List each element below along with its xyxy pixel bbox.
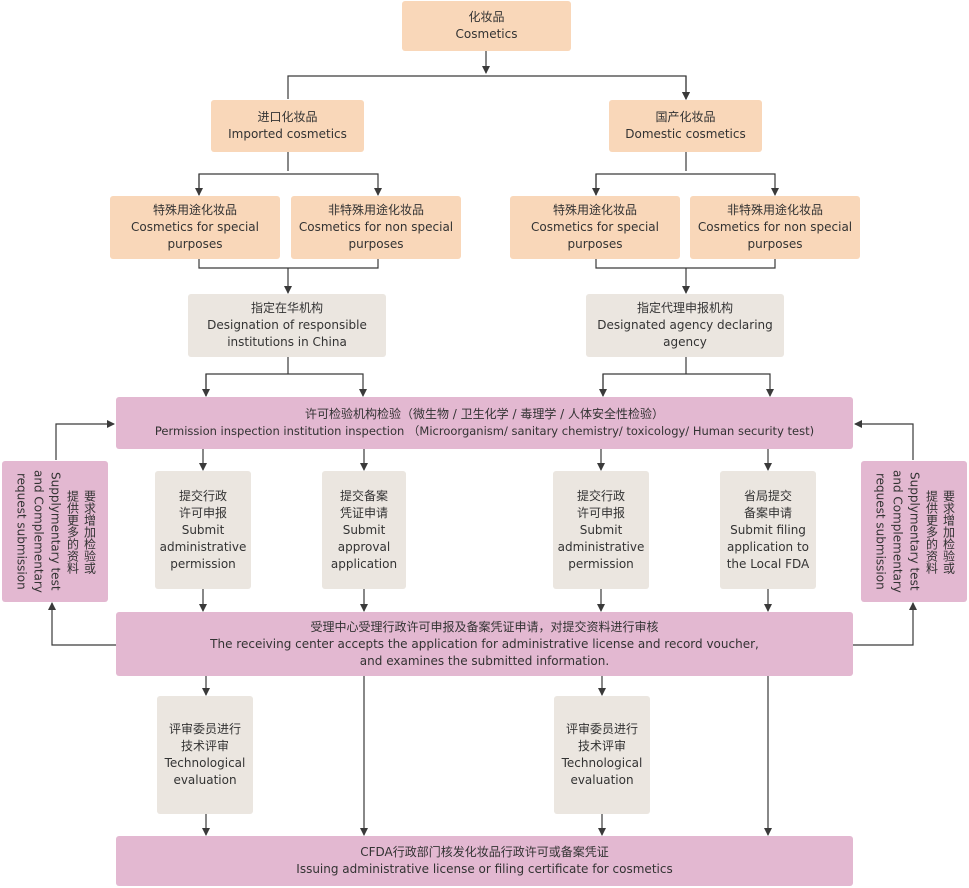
node-imported-nonspecial-zh: 非特殊用途化妆品 [327,203,424,217]
review-right-zh1: 评审委员进行 [565,722,638,736]
node-imported-cosmetics: 进口化妆品 Imported cosmetics [211,100,364,152]
supplementary-right-zh1: 要求增加检验或 [941,489,956,574]
node-designation-china: 指定在华机构 Designation of responsible instit… [188,294,386,357]
submit1-zh2: 许可申报 [178,505,227,520]
submit2-zh2: 凭证申请 [339,505,388,520]
submit2-en3: application [330,556,398,571]
node-domestic-cosmetics: 国产化妆品 Domestic cosmetics [609,100,762,152]
node-domestic-special-zh: 特殊用途化妆品 [552,203,637,217]
submit3-en3: permission [568,556,634,571]
node-supplementary-right: 要求增加检验或 提供更多的资料 Supplymentary test and C… [861,461,967,602]
receiving-zh: 受理中心受理行政许可申报及备案凭证申请，对提交资料进行审核 [310,619,659,634]
submit4-en1: Submit filing [730,522,806,537]
submit1-en1: Submit [181,522,225,537]
submit3-zh1: 提交行政 [576,488,625,503]
node-domestic-special-en2: purposes [567,237,623,251]
node-receiving-center: 受理中心受理行政许可申报及备案凭证申请，对提交资料进行审核 The receiv… [116,612,853,676]
node-technical-review-left: 评审委员进行 技术评审 Technological evaluation [157,696,253,814]
submit2-en1: Submit [342,522,386,537]
node-supplementary-left: 要求增加检验或 提供更多的资料 Supplymentary test and C… [2,461,108,602]
cfda-zh: CFDA行政部门核发化妆品行政许可或备案凭证 [360,845,609,859]
node-submit-administrative-2: 提交行政 许可申报 Submit administrative permissi… [553,471,649,589]
node-designated-agency: 指定代理申报机构 Designated agency declaring age… [586,294,784,357]
node-designated-agency-en1: Designated agency declaring [597,318,773,332]
review-right-en1: Technological [561,756,643,770]
node-imported-special-en1: Cosmetics for special [131,220,259,234]
node-domestic-special: 特殊用途化妆品 Cosmetics for special purposes [510,196,680,259]
node-domestic-special-en1: Cosmetics for special [531,220,659,234]
submit4-en3: the Local FDA [726,556,810,571]
node-designated-agency-en2: agency [663,335,707,349]
receiving-en2: and examines the submitted information. [359,653,610,668]
node-imported-special-zh: 特殊用途化妆品 [152,203,237,217]
submit2-en2: approval [337,539,391,554]
node-designation-china-en2: institutions in China [227,335,347,349]
node-designation-china-zh: 指定在华机构 [250,301,323,315]
node-imported-special: 特殊用途化妆品 Cosmetics for special purposes [110,196,280,259]
submit1-zh1: 提交行政 [178,488,227,503]
node-imported-special-en2: purposes [167,237,223,251]
node-cfda-issuing: CFDA行政部门核发化妆品行政许可或备案凭证 Issuing administr… [116,836,853,886]
node-permission-inspection-en: Permission inspection institution inspec… [154,424,815,438]
supplementary-left-en1: Supplymentary test [48,472,63,591]
node-submit-filing-local-fda: 省局提交 备案申请 Submit filing application to t… [720,471,816,589]
node-submit-administrative-1: 提交行政 许可申报 Submit administrative permissi… [155,471,251,589]
submit4-zh1: 省局提交 [743,488,792,503]
node-permission-inspection: 许可检验机构检验（微生物 / 卫生化学 / 毒理学 / 人体安全性检验） Per… [116,397,853,449]
node-domestic-nonspecial-zh: 非特殊用途化妆品 [726,203,823,217]
submit3-zh2: 许可申报 [576,505,625,520]
node-designation-china-en1: Designation of responsible [207,318,367,332]
submit2-zh1: 提交备案 [339,488,388,503]
node-imported-nonspecial-en1: Cosmetics for non special [298,220,454,234]
review-left-zh2: 技术评审 [180,739,229,753]
submit4-zh2: 备案申请 [743,505,792,520]
node-designated-agency-zh: 指定代理申报机构 [636,301,733,315]
review-left-en1: Technological [164,756,246,770]
receiving-en1: The receiving center accepts the applica… [210,636,759,651]
review-right-zh2: 技术评审 [577,739,626,753]
node-cosmetics: 化妆品 Cosmetics [402,1,571,51]
node-domestic-nonspecial-en1: Cosmetics for non special [697,220,853,234]
node-cosmetics-zh: 化妆品 [468,10,505,24]
cfda-en: Issuing administrative license or filing… [296,862,673,876]
node-imported-nonspecial-en2: purposes [348,237,404,251]
submit3-en2: administrative [557,539,645,554]
supplementary-left-en2: and Complementary [31,470,46,593]
submit1-en2: administrative [159,539,247,554]
node-imported-nonspecial: 非特殊用途化妆品 Cosmetics for non special purpo… [291,196,461,259]
supplementary-left-zh1: 要求增加检验或 [82,489,97,574]
node-imported-en: Imported cosmetics [228,127,347,141]
supplementary-left-zh2: 提供更多的资料 [65,489,80,574]
node-domestic-nonspecial-en2: purposes [747,237,803,251]
supplementary-right-en2: and Complementary [890,470,905,593]
supplementary-right-en3: request submission [873,473,888,590]
node-imported-zh: 进口化妆品 [257,110,318,124]
review-left-en2: evaluation [173,773,237,787]
node-cosmetics-en: Cosmetics [455,27,518,41]
review-left-zh1: 评审委员进行 [168,722,241,736]
node-permission-inspection-zh: 许可检验机构检验（微生物 / 卫生化学 / 毒理学 / 人体安全性检验） [304,407,665,421]
supplementary-left-en3: request submission [14,473,29,590]
submit1-en3: permission [170,556,236,571]
node-technical-review-right: 评审委员进行 技术评审 Technological evaluation [554,696,650,814]
submit4-en2: application to [726,539,810,554]
submit3-en1: Submit [579,522,623,537]
node-domestic-nonspecial: 非特殊用途化妆品 Cosmetics for non special purpo… [690,196,860,259]
node-submit-approval: 提交备案 凭证申请 Submit approval application [322,471,406,589]
supplementary-right-zh2: 提供更多的资料 [924,489,939,574]
review-right-en2: evaluation [570,773,634,787]
supplementary-right-en1: Supplymentary test [907,472,922,591]
node-domestic-zh: 国产化妆品 [655,110,716,124]
node-domestic-en: Domestic cosmetics [625,127,746,141]
